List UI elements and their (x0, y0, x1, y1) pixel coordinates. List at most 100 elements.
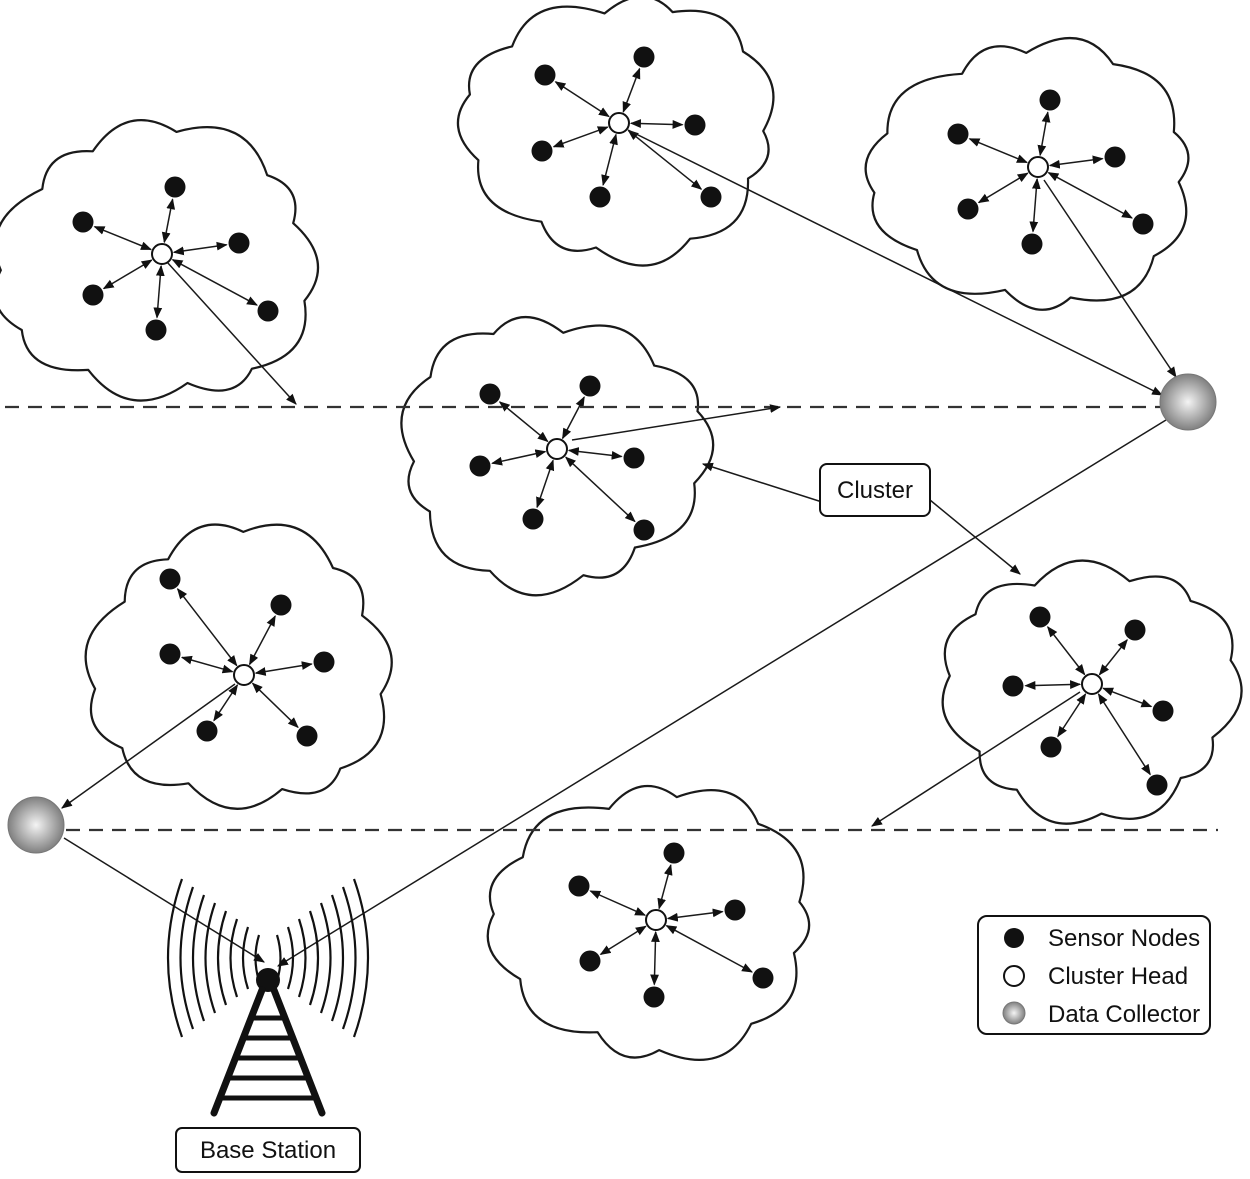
link-cluster1-to-upper-path (166, 261, 297, 405)
cluster-1-sensor-node (228, 232, 250, 254)
cluster-5-sensor-node (159, 568, 181, 590)
cluster-7-sensor-node (643, 986, 665, 1008)
cluster-6-sensor-node (1029, 606, 1051, 628)
cluster-4-link-1 (498, 401, 549, 443)
cluster-7-sensor-node (752, 967, 774, 989)
cluster-4-sensor-node (522, 508, 544, 530)
link-cluster2-to-collector-east (627, 129, 1163, 396)
cluster-3-sensor-node (1039, 89, 1061, 111)
cluster-6-link-5 (1057, 693, 1087, 738)
cluster-2-sensor-node (700, 186, 722, 208)
svg-text:Cluster Head: Cluster Head (1048, 963, 1188, 990)
cluster-1-cluster-head (151, 243, 173, 265)
cluster-2-link-1 (554, 81, 610, 118)
cluster-3-cluster-head (1027, 156, 1049, 178)
cluster-7-sensor-node (568, 875, 590, 897)
cluster-2-link-2 (622, 67, 641, 113)
cluster-3-link-3 (1048, 155, 1104, 169)
cluster-3-link-4 (977, 172, 1029, 204)
legend-item-data-collector: Data Collector (1002, 1001, 1200, 1028)
cluster-5-sensor-node (313, 651, 335, 673)
cluster-4-sensor-node (579, 375, 601, 397)
cluster-3-link-6 (1029, 177, 1041, 233)
cluster-2-sensor-node (633, 46, 655, 68)
cluster-2-sensor-node (534, 64, 556, 86)
cluster-7-sensor-node (724, 899, 746, 921)
cluster-4-cluster-head (546, 438, 568, 460)
cluster-4-link-6 (564, 456, 636, 523)
cluster-5-link-3 (180, 655, 234, 674)
cluster-5-link-1 (176, 588, 238, 667)
cluster-3-sensor-node (1021, 233, 1043, 255)
legend-item-cluster-head: Cluster Head (1003, 963, 1188, 990)
cluster-1-link-1 (161, 198, 176, 244)
cluster-7-link-6 (650, 930, 660, 986)
cluster-3-sensor-node (1132, 213, 1154, 235)
cluster-2-link-3 (629, 119, 684, 129)
cluster-2-sensor-node (589, 186, 611, 208)
cluster-6-link-6 (1097, 693, 1151, 776)
cluster-6-cluster-head (1081, 673, 1103, 695)
cluster-1-sensor-node (164, 176, 186, 198)
link-cluster3-to-collector-east (1043, 179, 1177, 378)
legend-item-sensor-nodes: Sensor Nodes (1004, 925, 1200, 952)
cluster-7-link-5 (665, 925, 753, 973)
cluster-6-sensor-node (1124, 619, 1146, 641)
svg-text:Sensor Nodes: Sensor Nodes (1048, 925, 1200, 952)
cluster-4-link-3 (491, 449, 547, 466)
cluster-5-sensor-node (296, 725, 318, 747)
cluster-1-sensor-node (82, 284, 104, 306)
link-cluster6-to-lower-path (871, 691, 1081, 827)
cluster-6-link-2 (1098, 638, 1128, 676)
cluster-1-link-4 (102, 259, 153, 290)
data-collector-east (1159, 373, 1217, 431)
cluster-2-cluster-head (608, 112, 630, 134)
cluster-4-link-4 (567, 447, 623, 460)
cluster-6-sensor-node (1040, 736, 1062, 758)
link-cluster4-to-upper-path (571, 404, 782, 441)
cluster-7-link-1 (657, 864, 673, 910)
cluster-5-link-2 (248, 615, 276, 666)
cluster-7-link-4 (599, 925, 647, 956)
cluster-3-sensor-node (1104, 146, 1126, 168)
intra-cluster-links (93, 67, 1153, 986)
antenna-tower-icon (166, 878, 370, 1117)
cluster-5-sensor-node (270, 594, 292, 616)
cluster-7-link-3 (666, 908, 724, 922)
cluster-1-sensor-node (145, 319, 167, 341)
cluster-6-link-3 (1024, 680, 1082, 690)
link-collector-west-to-base-station (63, 837, 265, 963)
cluster-4-link-2 (561, 396, 585, 440)
cluster-nodes (72, 46, 1174, 1008)
cluster-2-sensor-node (531, 140, 553, 162)
cluster-6-sensor-node (1152, 700, 1174, 722)
cluster-1-link-5 (171, 259, 258, 306)
cluster-2-link-5 (601, 133, 618, 186)
link-collector-east-to-base-station (277, 419, 1167, 967)
cluster-5-link-5 (213, 684, 239, 722)
cluster-6-sensor-node (1146, 774, 1168, 796)
cluster-6-sensor-node (1002, 675, 1024, 697)
cluster-2-link-6 (627, 129, 703, 190)
cluster-7-sensor-node (663, 842, 685, 864)
cluster-4-sensor-node (623, 447, 645, 469)
cluster-1-link-2 (93, 226, 152, 251)
data-collector-west (7, 796, 65, 854)
cluster-1-sensor-node (72, 211, 94, 233)
cluster-1-link-6 (153, 264, 165, 319)
cluster-4-sensor-node (633, 519, 655, 541)
cluster-5-sensor-node (196, 720, 218, 742)
cluster-4-sensor-node (479, 383, 501, 405)
cluster-5-sensor-node (159, 643, 181, 665)
cluster-3-link-1 (1037, 111, 1051, 157)
cluster-clouds (0, 0, 1243, 1061)
cluster-5-link-4 (254, 661, 313, 676)
inter-cluster-links (5, 129, 1218, 967)
cluster-callout: Cluster (819, 463, 931, 517)
link-cluster5-to-collector-west (61, 683, 236, 809)
cluster-2-sensor-node (684, 114, 706, 136)
cluster-7-cluster-head (645, 909, 667, 931)
cluster-callout-arrow-right (929, 499, 1021, 575)
cluster-1-sensor-node (257, 300, 279, 322)
